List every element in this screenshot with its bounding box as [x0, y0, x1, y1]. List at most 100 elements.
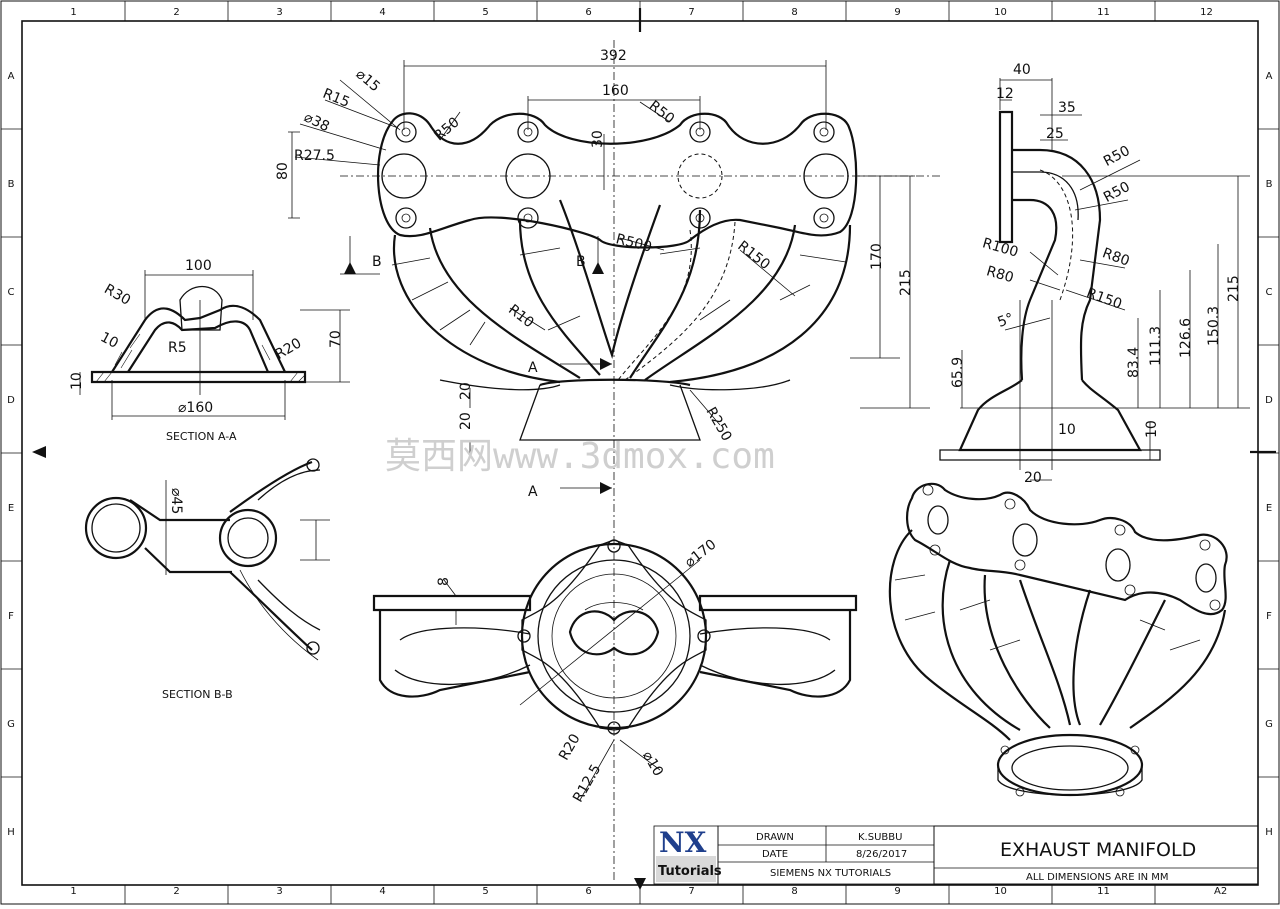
dim-r27-5: R27.5 [294, 148, 335, 164]
dim-392: 392 [600, 48, 627, 64]
dim-r5: R5 [168, 340, 187, 356]
dim-20-bottom: 20 [458, 412, 474, 430]
zone-label-column-bottom: 8 [791, 886, 797, 897]
dim-dia45: ⌀45 [168, 488, 184, 514]
cut-label-a-bottom: A [528, 484, 538, 500]
dim-20-top: 20 [458, 382, 474, 400]
zone-label-column-top: 9 [894, 7, 900, 18]
zone-label-column-bottom: 1 [70, 886, 76, 897]
zone-label-row-left: G [7, 719, 15, 730]
front-view [288, 40, 940, 880]
dim-30: 30 [590, 130, 606, 148]
dim-100: 100 [185, 258, 212, 274]
zone-label-row-left: B [8, 179, 15, 190]
zone-label-column-top: 12 [1200, 7, 1213, 18]
dim-25: 25 [1046, 126, 1064, 142]
zone-label-row-right: F [1266, 611, 1272, 622]
dim-10-side: 10 [1058, 422, 1076, 438]
dim-170: 170 [869, 243, 885, 270]
dim-111-3: 111.3 [1148, 326, 1164, 366]
zone-label-column-top: 1 [70, 7, 76, 18]
company-name: SIEMENS NX TUTORIALS [770, 868, 891, 879]
section-b-b-label: SECTION B-B [162, 688, 233, 701]
dim-215: 215 [898, 269, 914, 296]
zone-label-row-right: B [1266, 179, 1273, 190]
bottom-view [372, 539, 858, 801]
zone-label-column-top: 8 [791, 7, 797, 18]
drawing-title: EXHAUST MANIFOLD [1000, 839, 1196, 861]
dim-10-wall: 10 [98, 329, 121, 351]
dim-160: 160 [602, 83, 629, 99]
zone-label-column-top: 6 [585, 7, 591, 18]
zone-label-row-left: D [7, 395, 15, 406]
zone-label-column-bottom: 3 [276, 886, 282, 897]
zone-label-row-left: E [8, 503, 14, 514]
dim-10-base: 10 [69, 372, 85, 390]
dim-40: 40 [1013, 62, 1031, 78]
zone-label-row-left: C [8, 287, 15, 298]
date-label: DATE [762, 849, 788, 860]
title-block: NX Tutorials DRAWN K.SUBBU DATE 8/26/201… [653, 825, 1259, 885]
dim-12: 12 [996, 86, 1014, 102]
dim-215-side: 215 [1226, 275, 1242, 302]
dim-8: 8 [436, 577, 452, 586]
zone-label-column-bottom: 11 [1097, 886, 1110, 897]
zone-label-row-left: A [8, 71, 15, 82]
dim-65-9: 65.9 [950, 357, 966, 388]
zone-label-column-top: 4 [379, 7, 385, 18]
cut-label-b-left: B [372, 254, 382, 270]
zone-label-row-right: D [1265, 395, 1273, 406]
zone-label-row-right: E [1266, 503, 1272, 514]
dim-r80-left: R80 [985, 263, 1016, 286]
side-view [939, 78, 1250, 481]
zone-label-column-top: 11 [1097, 7, 1110, 18]
dim-70: 70 [328, 330, 344, 348]
zone-label-row-right: H [1265, 827, 1273, 838]
dim-83-4: 83.4 [1126, 347, 1142, 378]
view-labels: SECTION A-A SECTION B-B A A B B [162, 254, 612, 701]
zone-label-column-top: 3 [276, 7, 282, 18]
zone-label-column-bottom: 6 [585, 886, 591, 897]
dim-35: 35 [1058, 100, 1076, 116]
watermark: 莫西网www.3dmox.com [385, 436, 775, 477]
zone-label-column-bottom: 9 [894, 886, 900, 897]
zone-label-column-bottom: 7 [688, 886, 694, 897]
center-mark-left [32, 446, 46, 458]
dim-80: 80 [275, 162, 291, 180]
isometric-view [888, 482, 1228, 797]
section-a-a-label: SECTION A-A [166, 430, 237, 443]
zone-label-row-right: C [1266, 287, 1273, 298]
center-mark-bottom [634, 878, 646, 890]
zone-label-column-bottom: 5 [482, 886, 488, 897]
drawn-label: DRAWN [756, 832, 794, 843]
zone-label-row-left: H [7, 827, 15, 838]
section-a-a-dimensions: 100 R30 10 R5 R20 70 10 ⌀160 [69, 258, 344, 416]
nx-logo-sub: Tutorials [658, 864, 722, 879]
drawn-value: K.SUBBU [858, 832, 902, 843]
zone-label-column-top: 2 [173, 7, 179, 18]
zone-label-column-bottom: 10 [994, 886, 1007, 897]
section-a-a-view [79, 270, 350, 420]
zone-label-column-bottom: 4 [379, 886, 385, 897]
zone-label-row-right: A [1266, 71, 1273, 82]
zone-label-column-top: 5 [482, 7, 488, 18]
cut-label-a-top: A [528, 360, 538, 376]
zone-label-row-right: G [1265, 719, 1273, 730]
section-b-b-view [84, 458, 330, 661]
sheet-size-tag: A2 [1214, 886, 1227, 897]
dim-10-flange: 10 [1144, 420, 1160, 438]
date-value: 8/26/2017 [856, 849, 907, 860]
zone-label-row-left: F [8, 611, 14, 622]
dim-150-3: 150.3 [1206, 306, 1222, 346]
zone-label-column-top: 10 [994, 7, 1007, 18]
zone-label-column-bottom: 2 [173, 886, 179, 897]
dim-5-deg: 5° [996, 310, 1016, 330]
dim-20-side: 20 [1024, 470, 1042, 486]
section-b-b-dimensions: ⌀45 [168, 488, 184, 514]
nx-logo: NX [659, 826, 707, 859]
units-note: ALL DIMENSIONS ARE IN MM [1026, 872, 1169, 883]
